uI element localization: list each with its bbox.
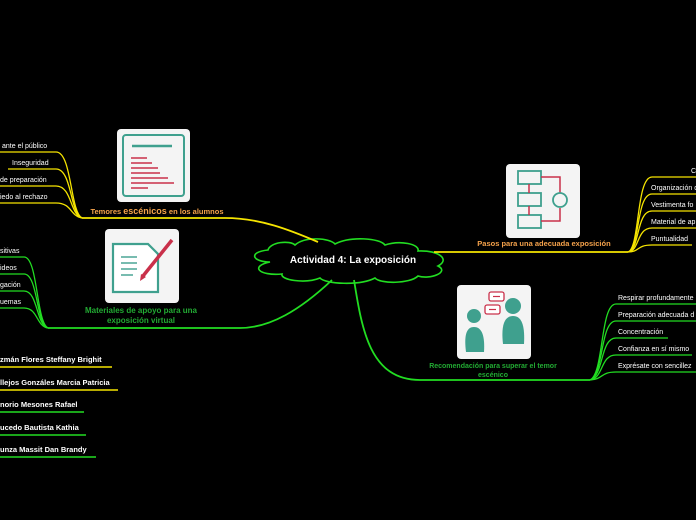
author-name-3[interactable]: norio Mesones Rafael xyxy=(0,400,78,409)
materiales-title-line2: exposición virtual xyxy=(106,316,176,325)
leaf-line-pasos-5 xyxy=(627,244,692,253)
branch-line-recomendacion xyxy=(353,279,590,381)
materiales-item-4[interactable]: uemas xyxy=(0,299,22,306)
people-talking-icon xyxy=(457,285,531,359)
temores-item-1[interactable]: ante el público xyxy=(2,143,48,150)
leaf-line-materiales-3 xyxy=(0,290,49,329)
temores-title-part1: Temores xyxy=(90,207,124,216)
pasos-item-2[interactable]: Organización d xyxy=(651,185,696,192)
author-name-5[interactable]: unza Massit Dan Brandy xyxy=(0,445,87,454)
leaf-line-pasos-4 xyxy=(627,227,696,253)
pasos-item-5[interactable]: Puntualidad xyxy=(651,236,688,243)
leaf-line-reco-2 xyxy=(589,320,696,381)
branch-line-materiales xyxy=(48,279,333,329)
temores-item-4[interactable]: iedo al rechazo xyxy=(0,194,48,201)
branch-title-recomendacion[interactable]: Recomendación para superar el temor escé… xyxy=(414,362,572,380)
materiales-item-2[interactable]: ideos xyxy=(0,265,17,272)
branch-line-temores xyxy=(82,217,319,243)
leaf-line-pasos-3 xyxy=(627,210,696,253)
pasos-item-4[interactable]: Material de ap xyxy=(651,219,696,226)
temores-title-part3: en los alumnos xyxy=(166,207,224,216)
recomendacion-title-line1: Recomendación para superar el temor xyxy=(429,363,557,370)
flowchart-icon xyxy=(506,164,580,238)
leaf-line-temores-1 xyxy=(0,151,83,219)
branch-title-materiales[interactable]: Materiales de apoyo para una exposición … xyxy=(62,306,220,326)
reco-item-5[interactable]: Exprésate con sencillez xyxy=(618,363,692,370)
leaf-line-reco-1 xyxy=(589,303,696,381)
document-lines-icon xyxy=(117,129,190,202)
temores-title-part2: escénicos xyxy=(123,206,167,216)
leaf-line-temores-3 xyxy=(0,185,83,219)
central-cloud[interactable] xyxy=(253,238,444,285)
leaf-line-reco-5 xyxy=(589,371,696,381)
leaf-line-materiales-4 xyxy=(0,307,49,329)
author-name-2[interactable]: llejos Gonzáles Marcia Patricia xyxy=(0,378,110,387)
pasos-item-1[interactable]: C xyxy=(691,168,696,175)
branch-title-temores[interactable]: Temores escénicos en los alumnos xyxy=(84,206,230,217)
pasos-item-3[interactable]: Vestimenta fo xyxy=(651,202,694,209)
reco-item-1[interactable]: Respirar profundamente xyxy=(618,295,694,302)
temores-item-2[interactable]: Inseguridad xyxy=(12,160,49,167)
branch-title-pasos[interactable]: Pasos para una adecuada exposición xyxy=(477,239,611,248)
leaf-line-reco-3 xyxy=(589,337,668,381)
leaf-line-materiales-1 xyxy=(0,256,49,329)
materiales-item-1[interactable]: sitivas xyxy=(0,248,20,255)
materiales-item-3[interactable]: gación xyxy=(0,282,21,289)
document-pencil-icon xyxy=(105,229,179,303)
recomendacion-title-line2: escénico xyxy=(478,372,508,379)
reco-item-2[interactable]: Preparación adecuada d xyxy=(618,312,695,319)
author-name-1[interactable]: zmán Flores Steffany Brighit xyxy=(0,355,102,364)
leaf-line-temores-4 xyxy=(0,202,83,219)
reco-item-4[interactable]: Confianza en sí mismo xyxy=(618,346,690,353)
leaf-line-pasos-2 xyxy=(627,193,696,253)
materiales-title-line1: Materiales de apoyo para una xyxy=(84,306,198,315)
author-name-4[interactable]: ucedo Bautista Kathia xyxy=(0,423,79,432)
leaf-line-reco-4 xyxy=(589,354,692,381)
reco-item-3[interactable]: Concentración xyxy=(618,329,664,336)
central-topic[interactable]: Actividad 4: La exposición xyxy=(289,255,417,266)
temores-item-3[interactable]: de preparación xyxy=(0,177,47,184)
